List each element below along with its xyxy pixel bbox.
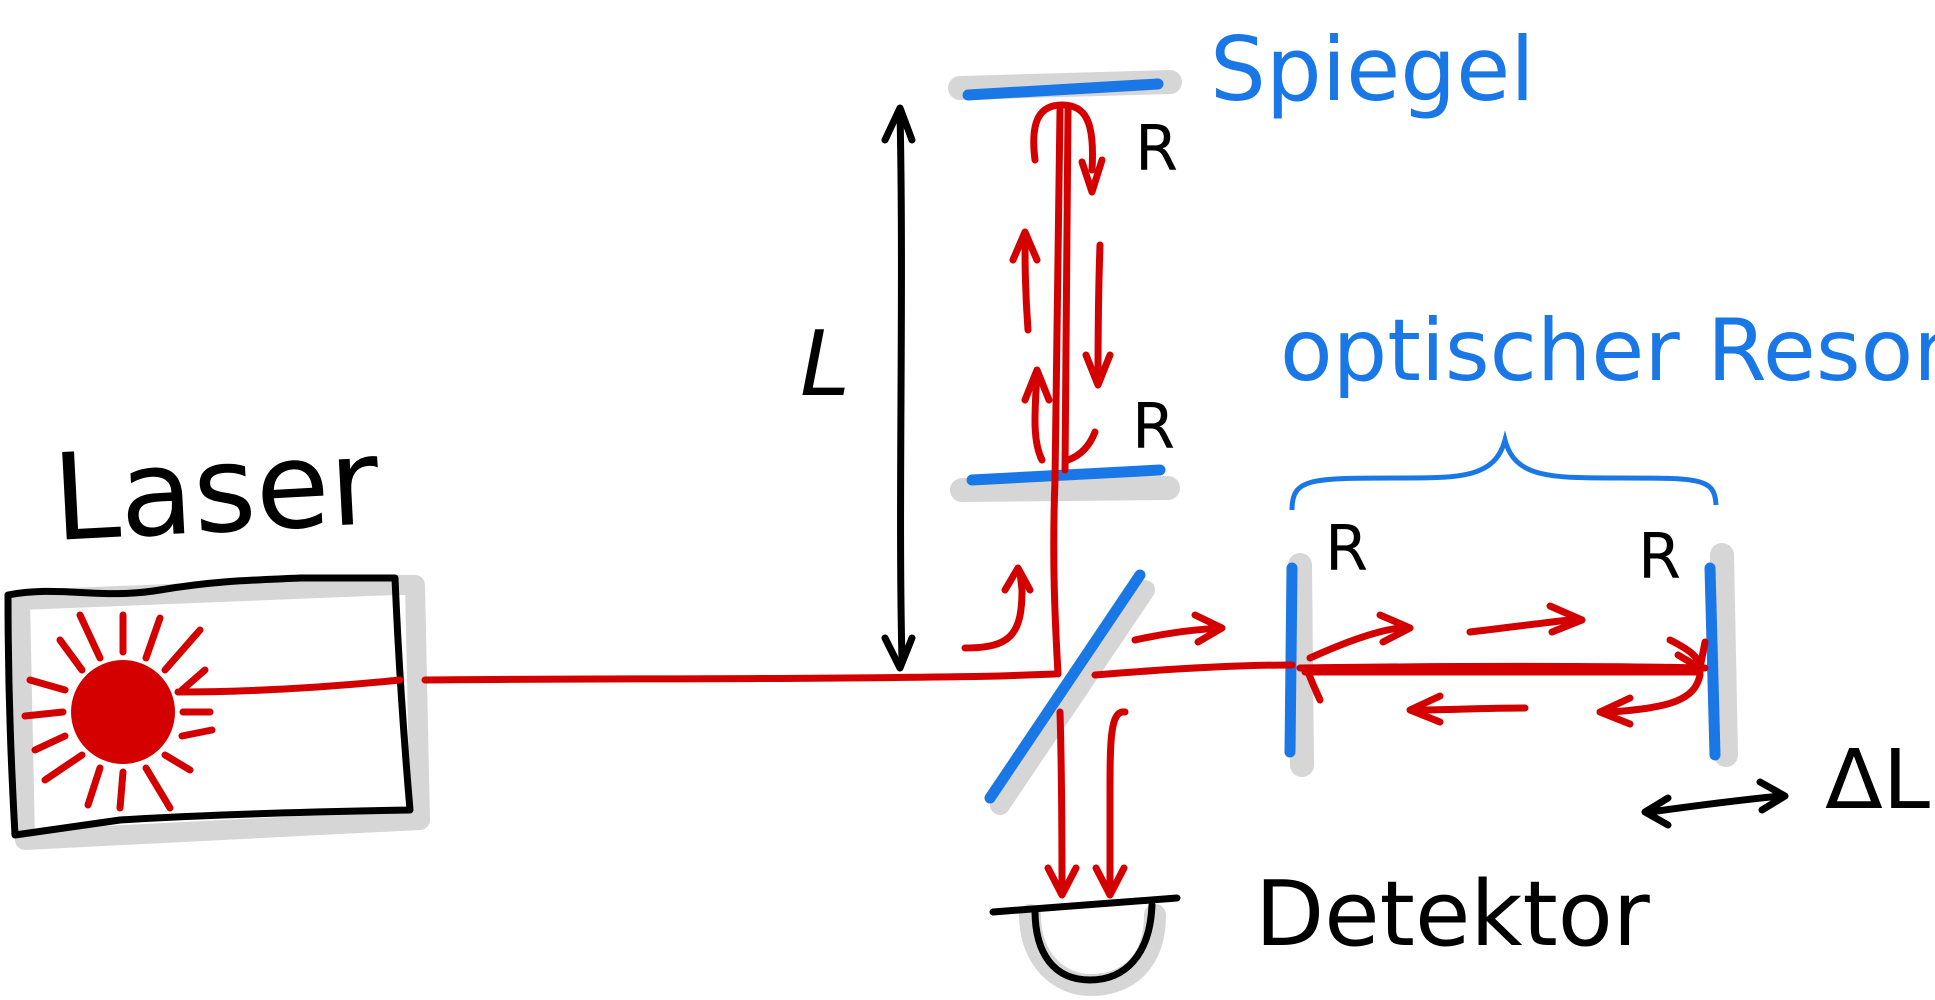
incident-beam (421, 670, 1059, 684)
resonator-brace (1289, 430, 1719, 511)
top-mirror (962, 78, 1164, 101)
beam-splitter (984, 569, 1155, 815)
resonator-label: optischer Resonator (1280, 301, 1935, 401)
detector-label: Detektor (1255, 862, 1650, 967)
delta-length-label: ΔL (1825, 733, 1930, 828)
half-circle-detector-icon (989, 894, 1181, 984)
detector-unit: Detektor (989, 708, 1650, 996)
laser-unit: Laser (4, 413, 430, 850)
r-label-top-mirror: R (1135, 112, 1178, 185)
laser-label: Laser (49, 413, 383, 569)
delta-length-indicator: ΔL (1641, 733, 1930, 829)
vertical-arm (948, 70, 1182, 678)
r-label-bottom-mirror: R (1132, 390, 1175, 463)
mirror-label: Spiegel (1210, 18, 1535, 121)
bottom-partial-mirror (966, 464, 1166, 486)
resonator-left-mirror (1284, 562, 1298, 758)
length-label: L (800, 312, 850, 417)
sun-burst-icon (21, 611, 216, 812)
resonator-right-mirror (1704, 562, 1721, 761)
r-label-resonator-left: R (1325, 512, 1368, 585)
r-label-resonator-right: R (1638, 520, 1681, 593)
laser-internal-beam (174, 676, 404, 696)
length-indicator: L (800, 104, 916, 672)
optical-resonator: optischer Resonator (1091, 301, 1935, 777)
laser-housing (4, 574, 414, 839)
